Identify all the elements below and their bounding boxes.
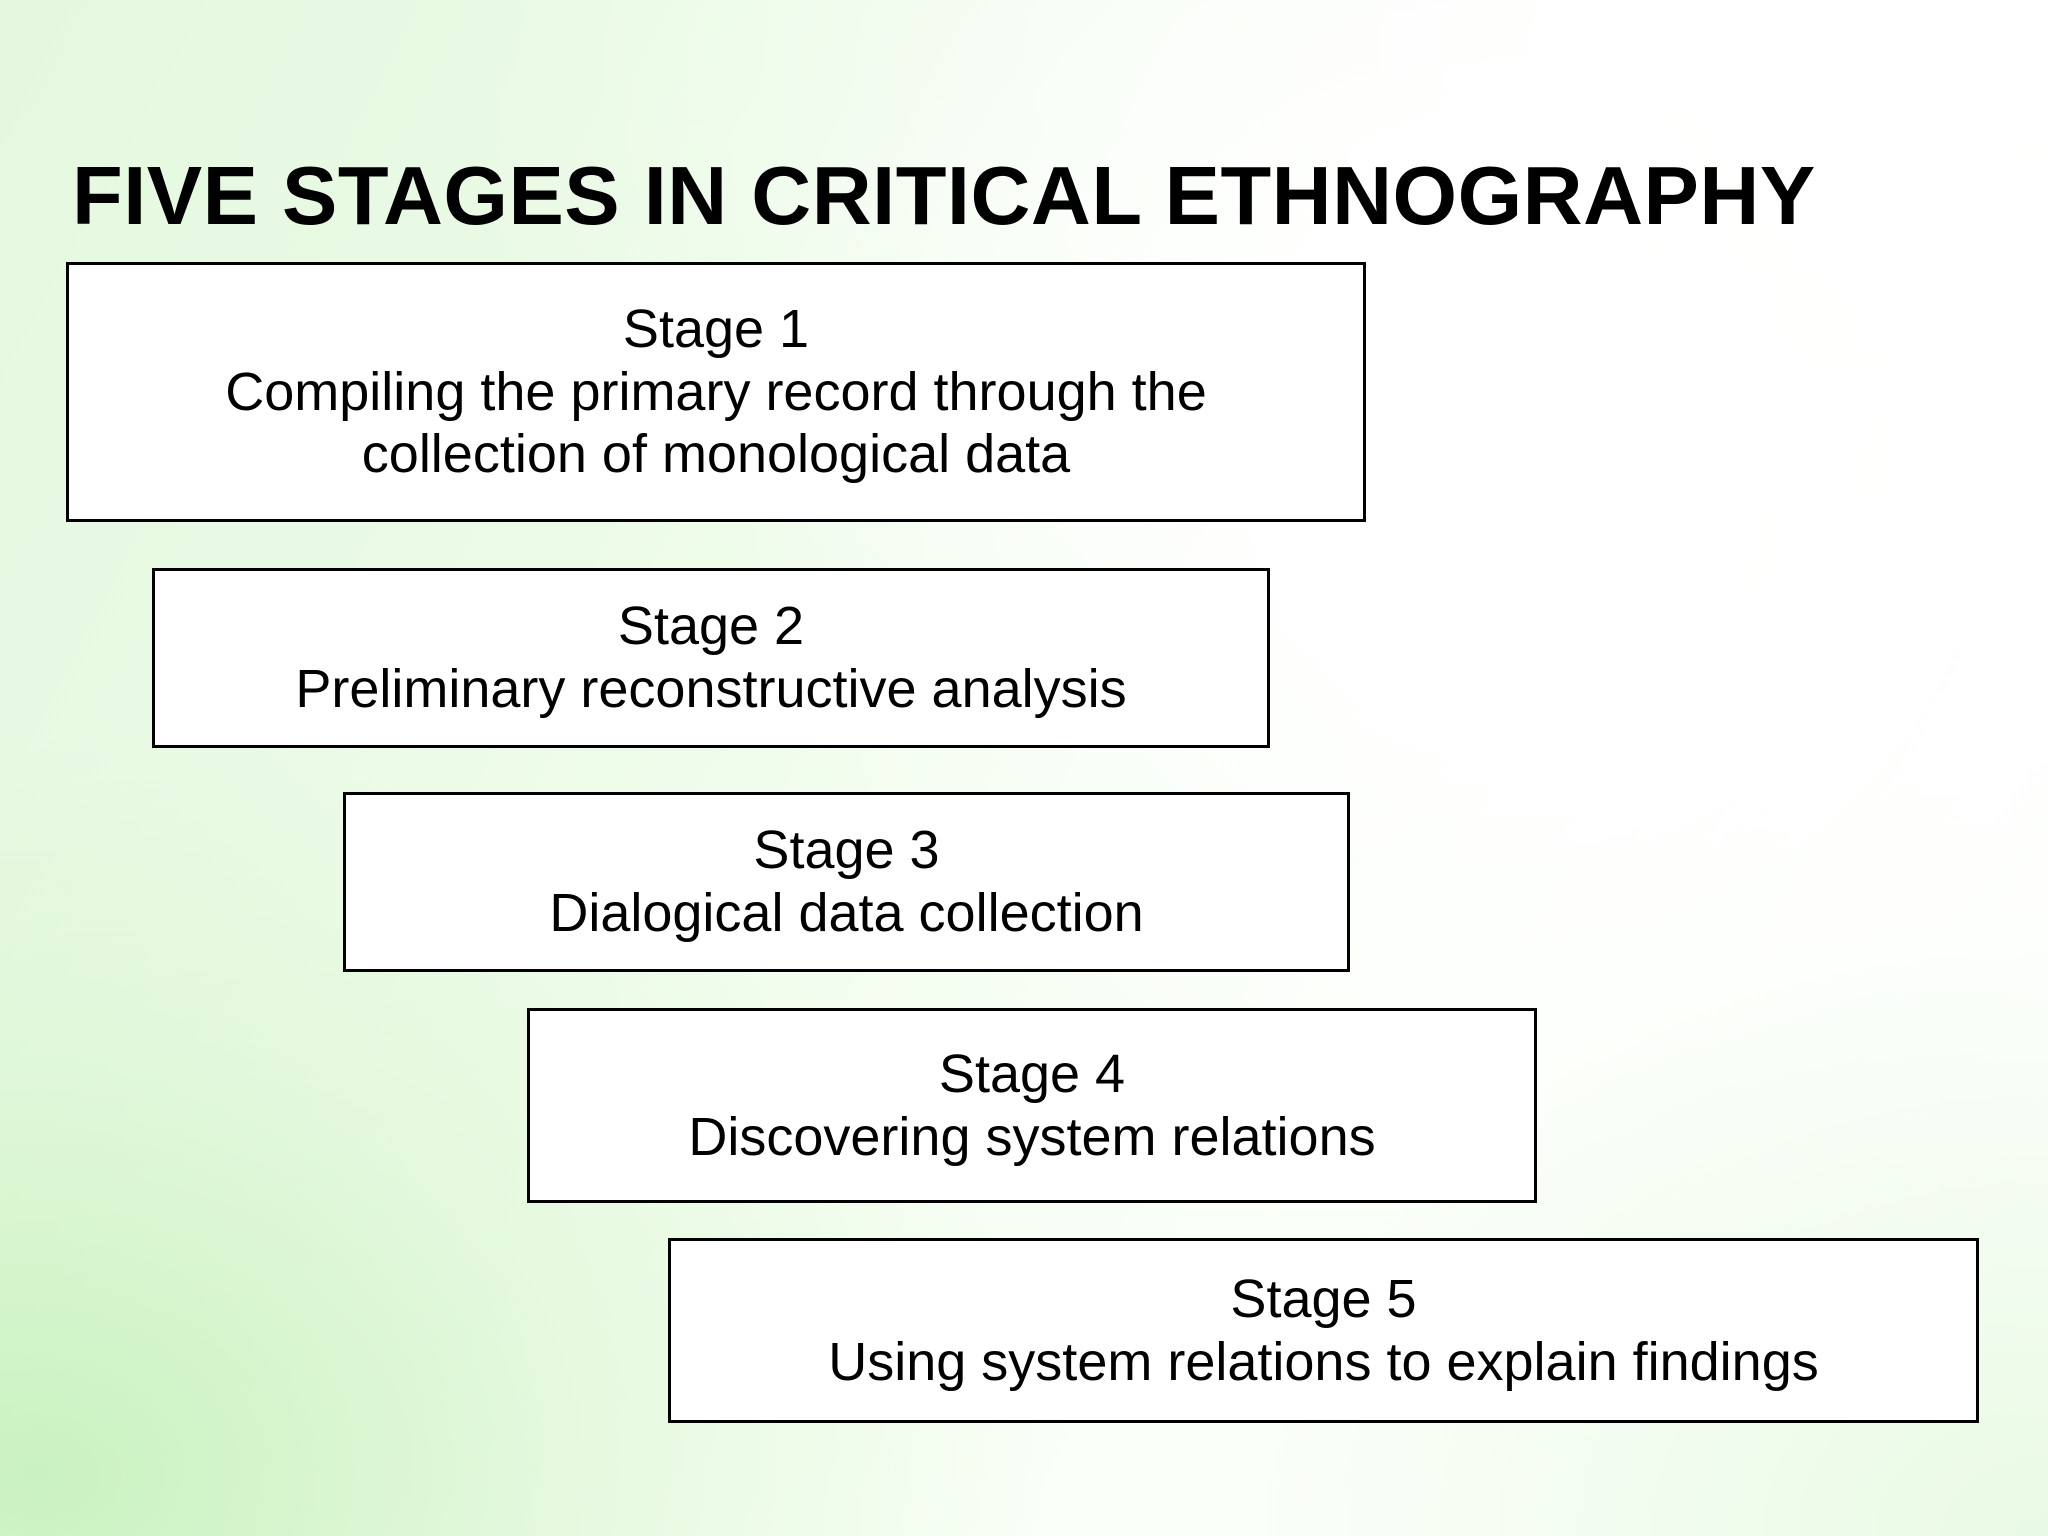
stage-5-description-line-1: Using system relations to explain findin…: [828, 1331, 1819, 1392]
stage-4-heading: Stage 4: [938, 1043, 1126, 1104]
stage-1-description-line-2: collection of monological data: [361, 424, 1071, 485]
stage-box-3[interactable]: Stage 3 Dialogical data collection: [343, 792, 1350, 972]
stage-box-1[interactable]: Stage 1 Compiling the primary record thr…: [66, 262, 1366, 522]
stage-2-description-line-1: Preliminary reconstructive analysis: [295, 659, 1127, 719]
stage-3-heading: Stage 3: [753, 820, 940, 881]
stage-1-description-line-1: Compiling the primary record through the: [225, 361, 1207, 422]
stage-box-2[interactable]: Stage 2 Preliminary reconstructive analy…: [152, 568, 1270, 748]
stage-2-heading: Stage 2: [617, 596, 805, 657]
stage-5-heading: Stage 5: [1230, 1268, 1417, 1329]
stage-box-4[interactable]: Stage 4 Discovering system relations: [527, 1008, 1537, 1203]
stage-3-description-line-1: Dialogical data collection: [549, 883, 1144, 943]
stage-4-description-line-1: Discovering system relations: [688, 1106, 1376, 1167]
page-title: FIVE STAGES IN CRITICAL ETHNOGRAPHY: [72, 148, 1816, 242]
stage-1-heading: Stage 1: [622, 299, 810, 360]
stage-box-5[interactable]: Stage 5 Using system relations to explai…: [668, 1238, 1979, 1423]
